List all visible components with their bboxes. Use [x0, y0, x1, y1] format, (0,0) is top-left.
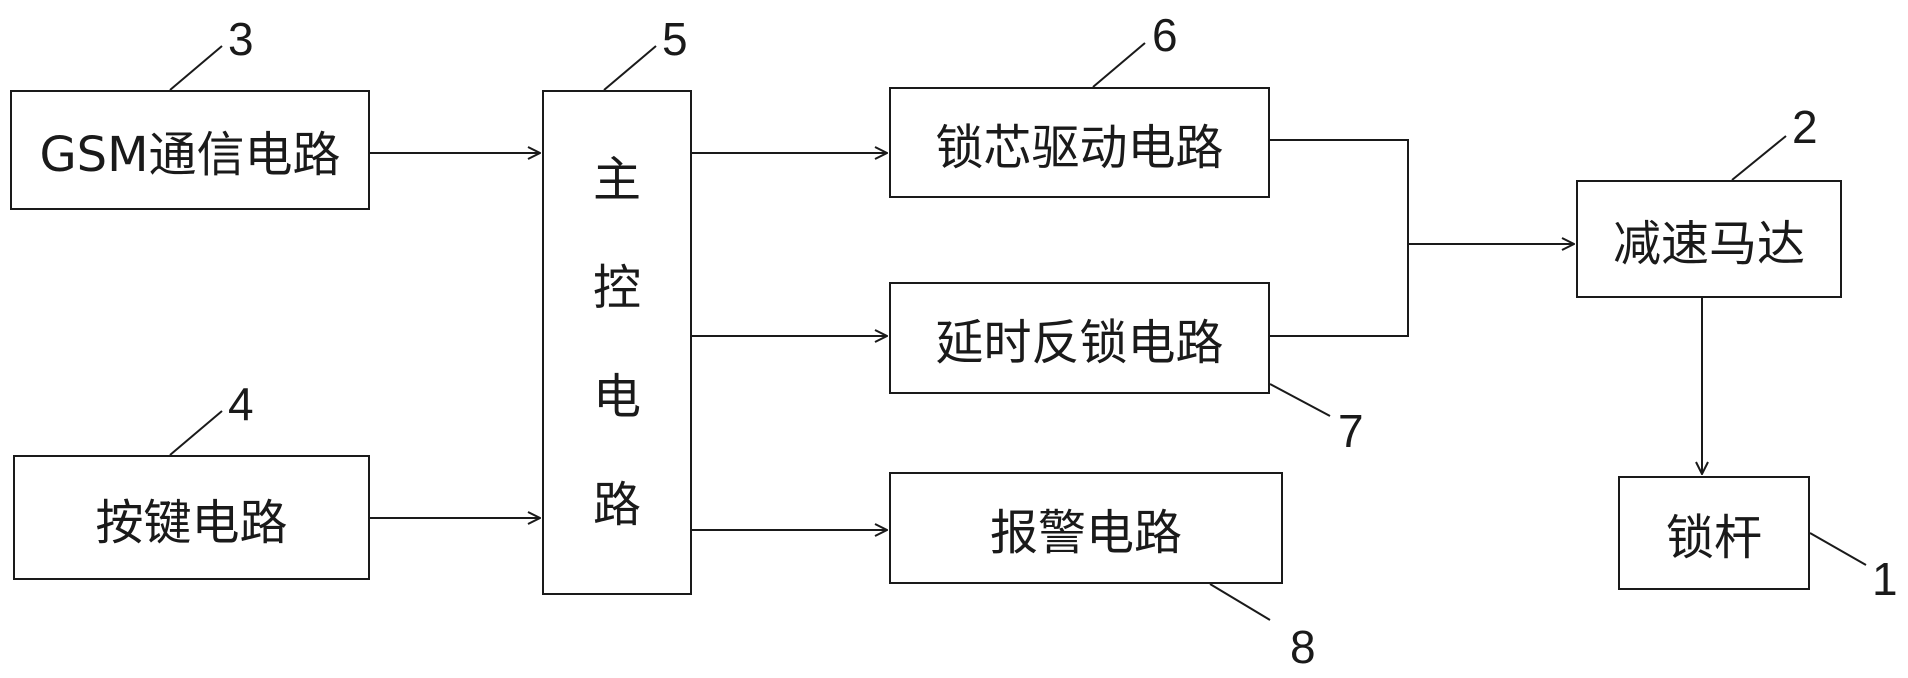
leader-6	[1092, 42, 1146, 88]
leader-2	[1731, 135, 1787, 181]
label-number-5: 5	[662, 13, 688, 65]
alarm-block: 报警电路	[889, 472, 1283, 584]
leader-8	[1209, 583, 1271, 621]
main-control-char-4: 路	[592, 476, 641, 533]
main-control-block: 主 控 电 路	[542, 90, 692, 595]
gear-motor-label: 减速马达	[1612, 216, 1805, 272]
label-number-8: 8	[1290, 621, 1316, 673]
leader-5	[603, 45, 657, 91]
main-control-char-3: 电	[592, 368, 641, 425]
leader-4	[169, 410, 223, 456]
label-number-7: 7	[1338, 405, 1364, 457]
leader-7	[1269, 383, 1331, 417]
main-control-char-2: 控	[592, 260, 641, 317]
label-number-2: 2	[1792, 101, 1818, 153]
label-number-1: 1	[1872, 553, 1898, 605]
lock-core-driver-block: 锁芯驱动电路	[889, 87, 1270, 198]
leader-1	[1809, 532, 1867, 566]
alarm-label: 报警电路	[989, 505, 1182, 561]
connector-delay-relock-to-merge	[1270, 244, 1409, 337]
lock-bolt-label: 锁杆	[1665, 510, 1762, 566]
gear-motor-block: 减速马达	[1576, 180, 1842, 298]
label-number-3: 3	[228, 13, 254, 65]
delay-relock-label: 延时反锁电路	[935, 315, 1224, 371]
gsm-communication-label: GSM通信电路	[39, 127, 341, 183]
lock-bolt-block: 锁杆	[1618, 476, 1810, 590]
keypad-label: 按键电路	[95, 494, 288, 551]
label-number-4: 4	[228, 378, 254, 430]
gsm-communication-block: GSM通信电路	[10, 90, 370, 210]
label-number-6: 6	[1152, 9, 1178, 61]
keypad-block: 按键电路	[13, 455, 370, 580]
connector-lock-core-driver-to-merge	[1270, 139, 1409, 244]
main-control-char-1: 主	[592, 152, 641, 209]
lock-core-driver-label: 锁芯驱动电路	[935, 119, 1224, 176]
delay-relock-block: 延时反锁电路	[889, 282, 1270, 394]
leader-3	[169, 45, 223, 91]
